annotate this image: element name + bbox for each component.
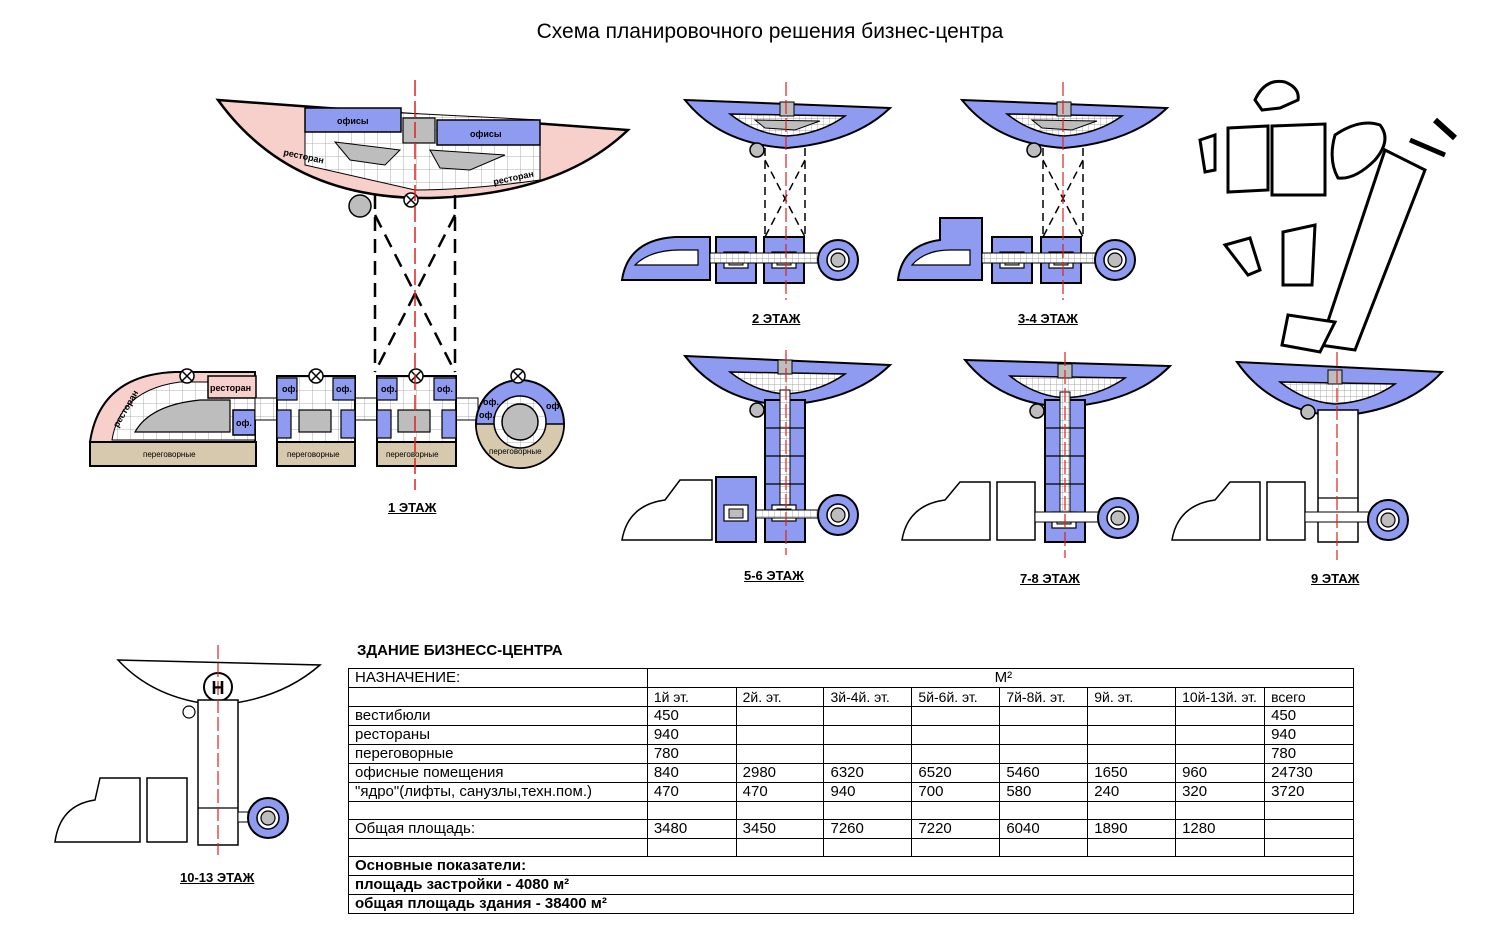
floor-label-5-6: 5-6 ЭТАЖ [744, 568, 804, 583]
column-header: 2й. эт. [735, 687, 825, 707]
room-label: оф. [336, 384, 352, 394]
column-header: 1й эт. [646, 687, 737, 707]
floor-label-7-8: 7-8 ЭТАЖ [1020, 571, 1080, 586]
built-area: площадь застройки - 4080 м² [348, 875, 1354, 895]
room-label: оф. [236, 418, 252, 428]
column-header: 7й-8й. эт. [999, 687, 1089, 707]
column-header: 5й-6й. эт. [911, 687, 1001, 707]
floor-label-1: 1 ЭТАЖ [388, 500, 437, 515]
floor-label-2: 2 ЭТАЖ [752, 311, 801, 326]
room-label: переговорные [287, 450, 340, 459]
floor-plan-9 [1171, 352, 1445, 560]
room-label: оф. [546, 401, 562, 411]
floor-label-10-13: 10-13 ЭТАЖ [180, 870, 255, 885]
purpose-header: НАЗНАЧЕНИЕ: [348, 668, 648, 688]
floor-plan-2 [620, 82, 891, 300]
room-label: оф. [282, 384, 298, 394]
floor-plan-3-4 [896, 82, 1168, 300]
indicators-title: Основные показатели: [348, 856, 1354, 876]
column-header: 9й. эт. [1087, 687, 1177, 707]
column-header: 3й-4й. эт. [823, 687, 913, 707]
total-area: общая площадь здания - 38400 м² [348, 894, 1354, 914]
unit-header: М² [646, 668, 1355, 688]
page-title: Схема планировочного решения бизнес-цент… [536, 20, 1004, 43]
room-label: переговорные [489, 447, 542, 456]
heliport-mark: H [212, 678, 225, 698]
floor-plan-10-13 [54, 645, 322, 855]
room-label: оф. [437, 384, 453, 394]
table-title: ЗДАНИЕ БИЗНЕСС-ЦЕНТРА [357, 642, 563, 659]
column-header: всего [1264, 687, 1354, 707]
site-plan-sketch [1198, 79, 1458, 354]
room-label: переговорные [386, 450, 439, 459]
room-label: переговорные [143, 450, 196, 459]
floor-plan-1 [88, 80, 631, 490]
floor-label-3-4: 3-4 ЭТАЖ [1018, 311, 1078, 326]
floor-label-9: 9 ЭТАЖ [1311, 571, 1360, 586]
floor-plan-5-6 [621, 350, 893, 555]
room-label: офисы [470, 129, 502, 139]
area-table: НАЗНАЧЕНИЕ: М² 1й эт. 2й. эт. 3й-4й. эт.… [348, 668, 1355, 914]
room-label: офисы [337, 116, 369, 126]
room-label: оф. [381, 384, 397, 394]
room-label: оф. [479, 410, 495, 420]
room-label: ресторан [210, 383, 251, 393]
room-label: оф. [483, 397, 499, 407]
floor-plan-7-8 [901, 352, 1173, 558]
column-header: 10й-13й. эт. [1175, 687, 1266, 707]
